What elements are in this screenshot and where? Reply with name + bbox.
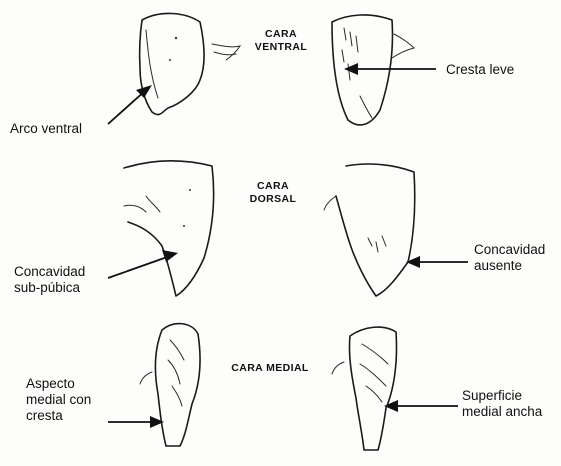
header-cara-ventral-line2: VENTRAL [246, 41, 316, 54]
label-concavidad-sub-line2: sub-púbica [14, 280, 85, 296]
ventral-right-bone [332, 15, 414, 125]
label-concavidad-ausente: Concavidad ausente [474, 242, 545, 274]
dorsal-left-bone [124, 161, 214, 296]
label-aspecto-line3: cresta [26, 408, 91, 424]
label-concavidad-sub-publica: Concavidad sub-púbica [14, 264, 85, 296]
label-aspecto-line1: Aspecto [26, 376, 91, 392]
arrow-superficie-medial [384, 400, 458, 412]
label-cresta-leve: Cresta leve [446, 62, 514, 78]
dorsal-right-bone [324, 164, 415, 296]
label-concavidad-aus-line2: ausente [474, 258, 545, 274]
header-cara-dorsal: CARA DORSAL [238, 180, 308, 206]
label-aspecto-medial: Aspecto medial con cresta [26, 376, 91, 424]
ventral-left-bone [140, 13, 240, 114]
label-concavidad-sub-line1: Concavidad [14, 264, 85, 280]
label-arco-ventral: Arco ventral [10, 121, 82, 137]
label-superficie-line1: Superficie [462, 388, 542, 404]
header-cara-medial: CARA MEDIAL [210, 362, 330, 375]
label-aspecto-line2: medial con [26, 392, 91, 408]
medial-left-bone [140, 324, 200, 446]
label-superficie-line2: medial ancha [462, 404, 542, 420]
header-cara-ventral-line1: CARA [246, 28, 316, 41]
header-cara-ventral: CARA VENTRAL [246, 28, 316, 54]
label-superficie-medial: Superficie medial ancha [462, 388, 542, 420]
medial-right-bone [332, 327, 397, 450]
label-concavidad-aus-line1: Concavidad [474, 242, 545, 258]
header-cara-dorsal-line2: DORSAL [238, 193, 308, 206]
header-cara-dorsal-line1: CARA [238, 180, 308, 193]
arrow-aspecto-medial [108, 416, 164, 428]
arrow-concavidad-ausente [406, 256, 468, 268]
arrow-arco-ventral [108, 85, 152, 124]
